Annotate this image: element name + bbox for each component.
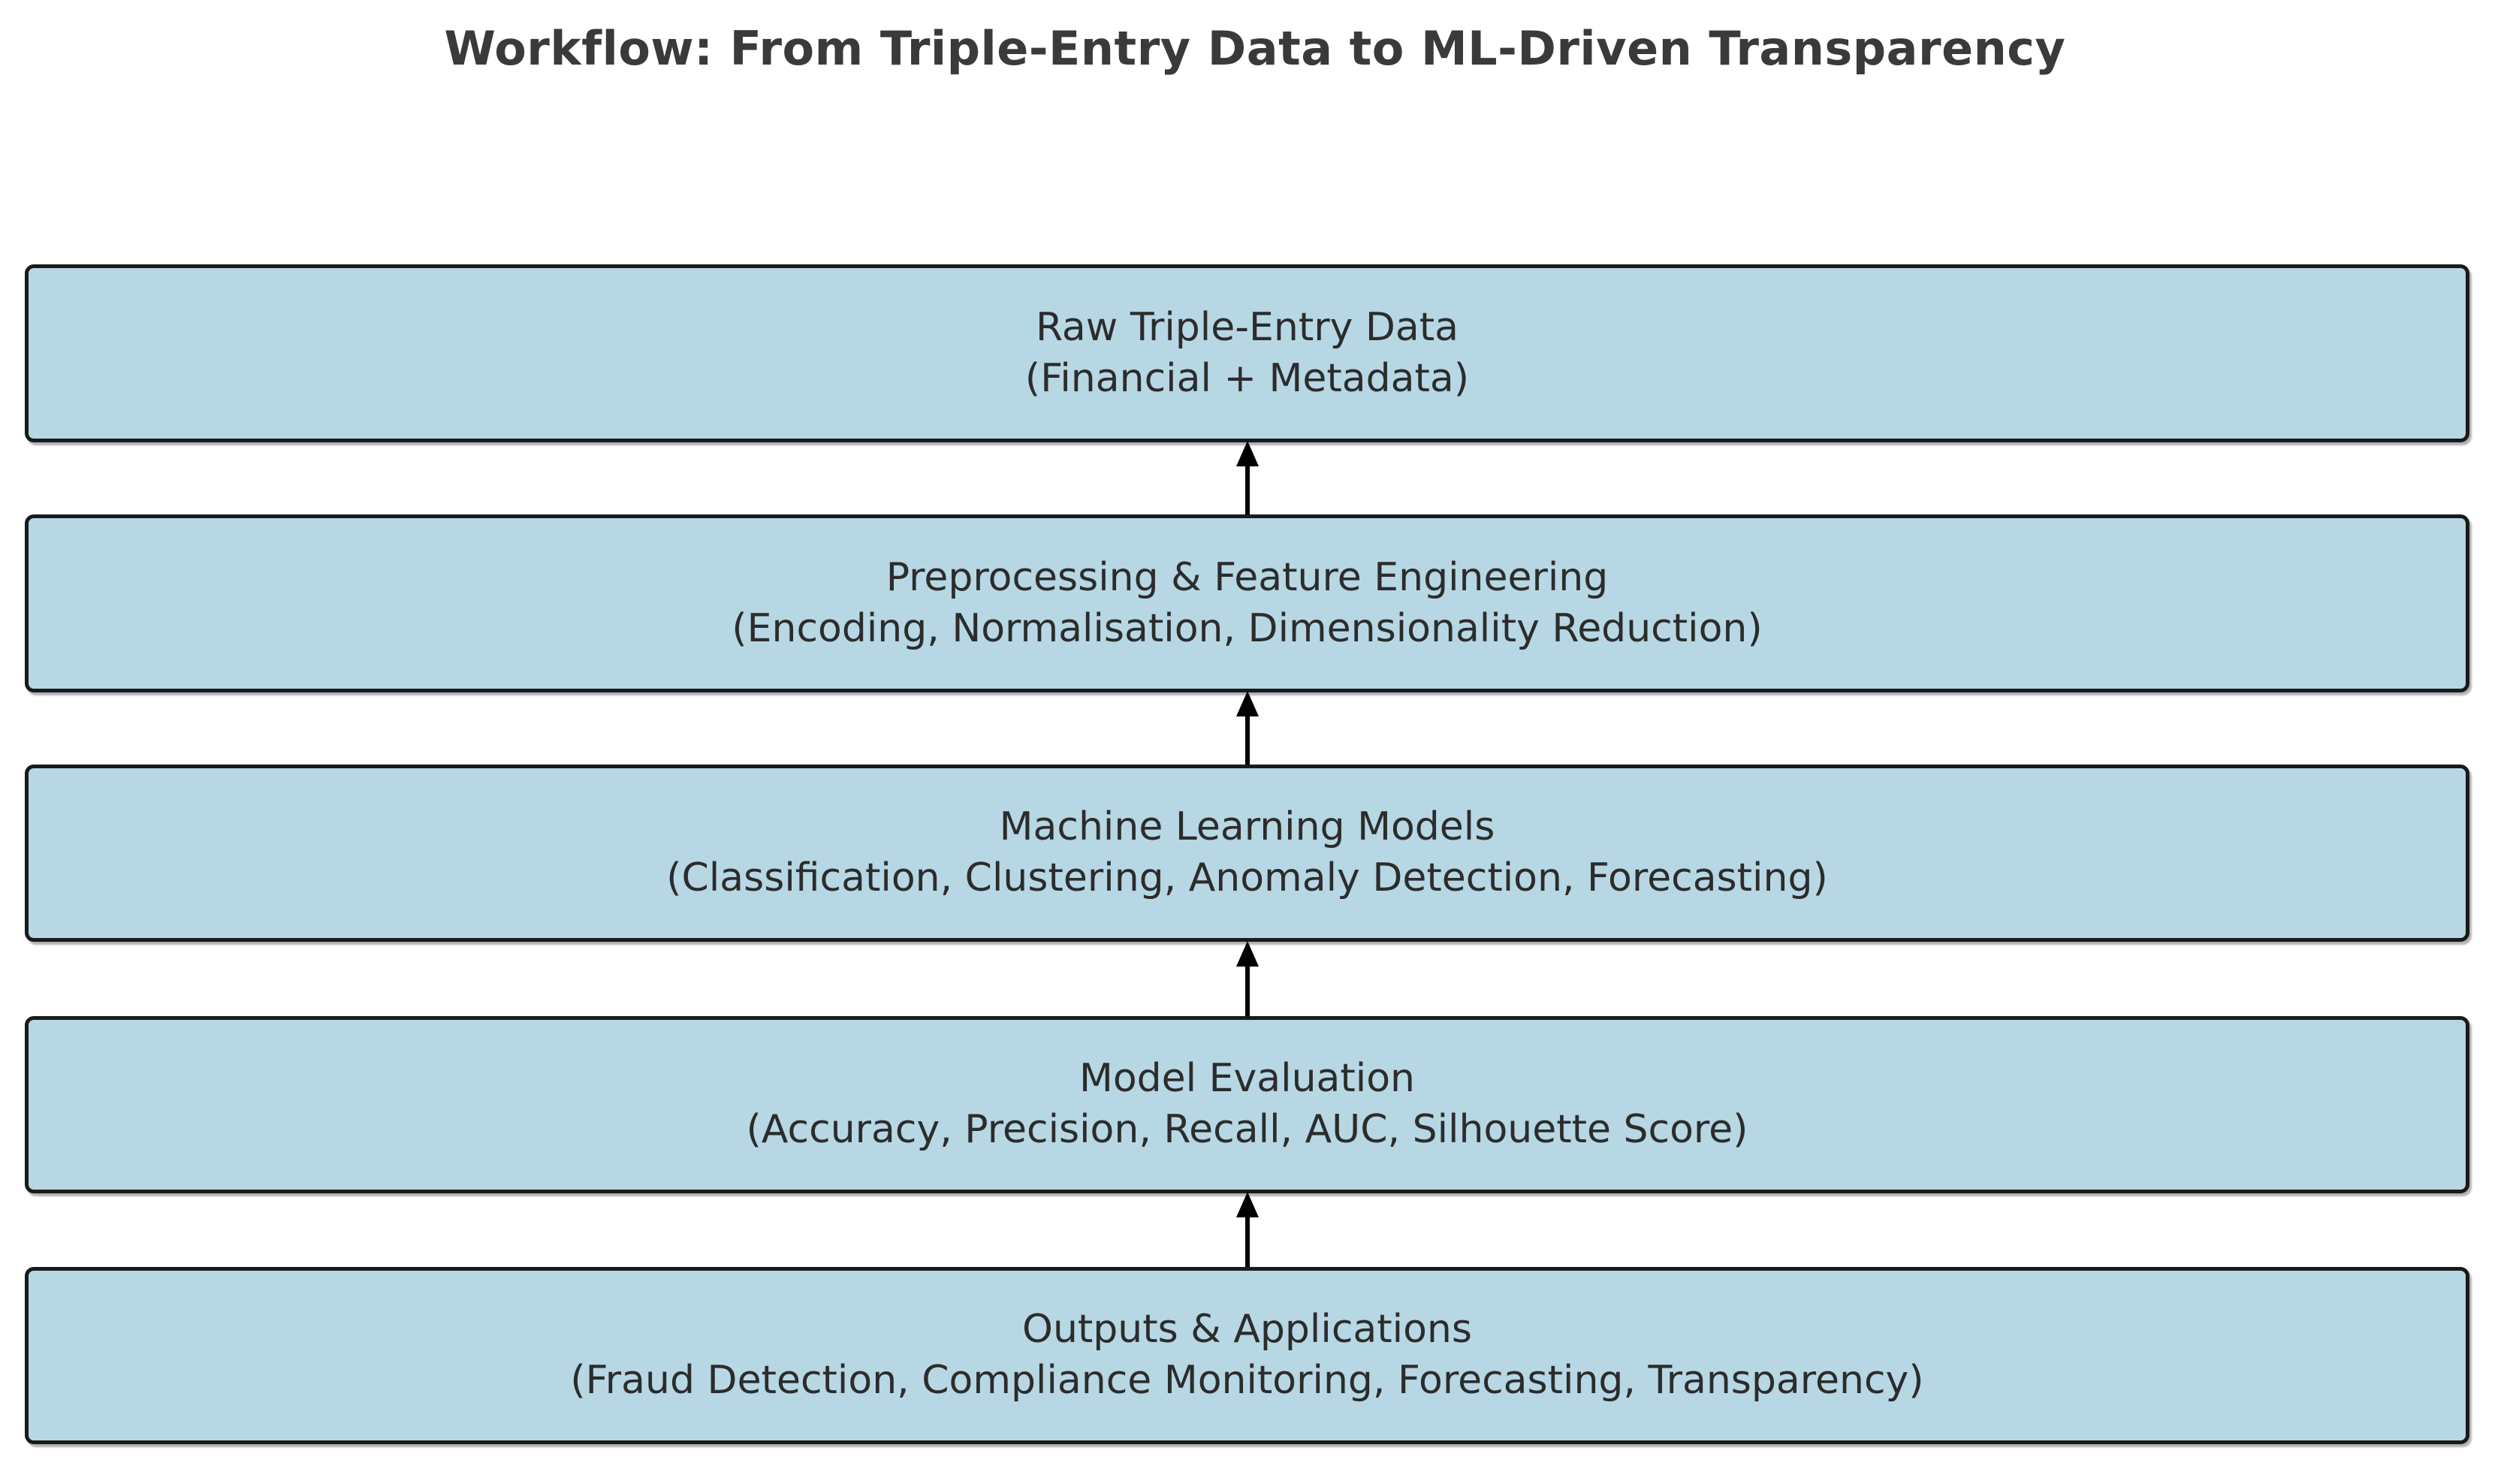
page-title: Workflow: From Triple-Entry Data to ML-D… [444, 21, 2066, 76]
stage-box-model-evaluation[interactable]: Model Evaluation (Accuracy, Precision, R… [25, 1016, 2469, 1193]
stage-box-ml-models[interactable]: Machine Learning Models (Classification,… [25, 765, 2469, 942]
stage-box-outputs[interactable]: Outputs & Applications (Fraud Detection,… [25, 1267, 2469, 1444]
stage-box-raw-data[interactable]: Raw Triple-Entry Data (Financial + Metad… [25, 264, 2469, 442]
stage-detail: (Fraud Detection, Compliance Monitoring,… [570, 1358, 1924, 1403]
stage-heading: Raw Triple-Entry Data [1035, 304, 1459, 350]
stage-box-preprocessing[interactable]: Preprocessing & Feature Engineering (Enc… [25, 514, 2469, 692]
flow-arrow-up-icon [1235, 1190, 1260, 1270]
stage-heading: Model Evaluation [1079, 1056, 1416, 1102]
stage-detail: (Classification, Clustering, Anomaly Det… [666, 855, 1828, 900]
stage-heading: Outputs & Applications [1022, 1307, 1472, 1353]
stage-detail: (Encoding, Normalisation, Dimensionality… [732, 605, 1763, 651]
flow-arrow-up-icon [1235, 940, 1260, 1019]
flow-arrow-up-icon [1235, 689, 1260, 768]
stage-heading: Preprocessing & Feature Engineering [885, 554, 1609, 600]
stage-detail: (Financial + Metadata) [1024, 355, 1470, 401]
flow-arrow-up-icon [1235, 439, 1260, 517]
stage-detail: (Accuracy, Precision, Recall, AUC, Silho… [746, 1107, 1748, 1152]
stage-heading: Machine Learning Models [999, 804, 1495, 850]
